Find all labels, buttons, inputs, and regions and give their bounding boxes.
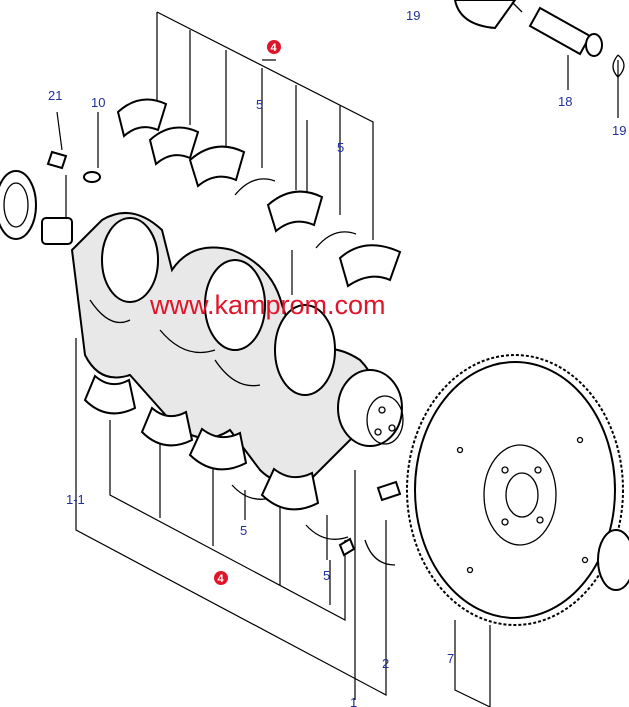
- callout-1: 1: [350, 695, 357, 707]
- callout-5-right: 5: [337, 140, 344, 155]
- flywheel: [406, 354, 629, 626]
- callout-1-1: 1-1: [66, 492, 85, 507]
- badge-4-top: 4: [267, 40, 281, 54]
- badge-4-bottom: 4: [214, 571, 228, 585]
- crankshaft: [70, 212, 404, 485]
- badge-4-top-label: 4: [271, 42, 278, 54]
- leader-lines: [56, 11, 619, 707]
- watermark-text: www.kamprom.com: [149, 290, 386, 320]
- upper-bearing-shells: [116, 98, 402, 288]
- callout-19-top: 19: [406, 8, 420, 23]
- callout-21: 21: [48, 88, 62, 103]
- crank-gear: [0, 150, 101, 245]
- callout-5-lower-left: 5: [240, 523, 247, 538]
- callout-5-lower-right: 5: [323, 568, 330, 583]
- callout-18: 18: [558, 94, 572, 109]
- badge-4-bottom-label: 4: [218, 573, 225, 585]
- callout-10: 10: [91, 95, 105, 110]
- callout-5-top: 5: [256, 97, 263, 112]
- piston-pin: [453, 0, 625, 78]
- lower-bearing-shells: [83, 374, 402, 566]
- callout-19-right: 19: [612, 123, 626, 138]
- callout-2: 2: [382, 656, 389, 671]
- callout-7: 7: [447, 651, 454, 666]
